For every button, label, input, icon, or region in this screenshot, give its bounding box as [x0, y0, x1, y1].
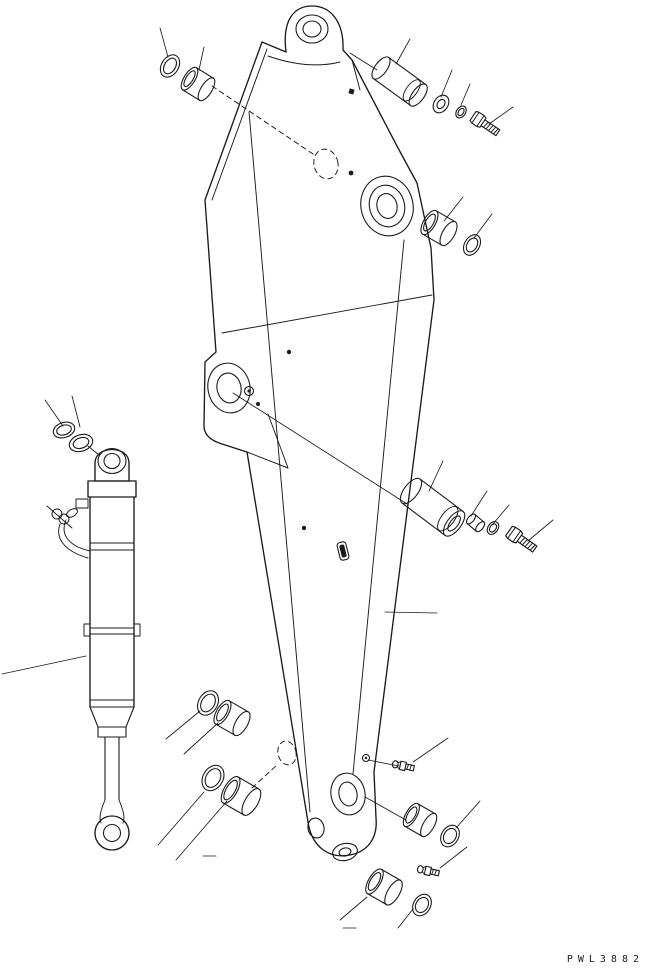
slot-mark — [336, 541, 350, 561]
hose-clamp-bolt — [46, 505, 73, 529]
oring-bottom-left-2 — [201, 764, 225, 792]
leader-lines — [1, 27, 554, 929]
cylinder-eye-bottom — [94, 815, 130, 851]
foot-side-hole — [307, 817, 325, 839]
grease-hole-dot — [364, 756, 368, 760]
pin-center — [399, 477, 466, 537]
bracket-bolt-dot — [247, 389, 251, 393]
weld-square — [348, 88, 355, 95]
piston-rod — [104, 736, 120, 801]
hole-dashed-bottom-left — [277, 740, 297, 766]
loose-parts — [52, 54, 540, 917]
bracket-gusset — [246, 413, 289, 469]
hoses — [58, 519, 91, 559]
oring-left-a — [52, 421, 76, 439]
bushing-bottom-left-1 — [213, 699, 251, 737]
cylinder-head-cap — [87, 480, 137, 498]
bolt-center — [504, 524, 540, 556]
clevis-eye — [267, 14, 341, 66]
grease-hole — [361, 753, 371, 763]
pivot-hole-dashed — [313, 148, 339, 180]
oring-right — [462, 234, 482, 256]
oring-bottom-center — [412, 893, 432, 917]
lock-pin-center — [465, 513, 486, 533]
oring-small-top — [455, 105, 467, 119]
cylinder-eye-top — [94, 447, 130, 482]
oring-bottom-left-1 — [196, 690, 220, 716]
collar-bottom-left — [220, 776, 262, 816]
grease-fitting-bottom — [416, 864, 441, 878]
bracket-bolt-hole — [243, 385, 255, 397]
foot-boss — [330, 772, 366, 816]
grease-fitting-right — [391, 759, 416, 773]
oring-small-center — [486, 521, 500, 535]
washer-top — [432, 94, 450, 114]
oring-left-b — [68, 433, 94, 453]
bushing-bottom-center — [365, 868, 403, 906]
face-dot-1 — [286, 349, 292, 355]
hose-fittings — [46, 498, 91, 559]
bracket-small-dot — [256, 402, 260, 406]
upper-boss — [360, 175, 414, 237]
arm-inner-edges — [211, 48, 433, 813]
bucket-cylinder — [46, 447, 141, 851]
hose-clamp-ring-2 — [58, 513, 70, 525]
drawing-code: PWL3882 — [566, 954, 644, 965]
arm-outline — [203, 5, 435, 857]
cylinder-rod-end — [89, 706, 135, 824]
weld-dot — [348, 170, 354, 176]
bushing-right — [420, 209, 458, 247]
bracket-boss — [207, 362, 251, 414]
bushing-bottom-right — [402, 802, 438, 838]
cylinder-tube — [83, 496, 141, 708]
tip-boss — [332, 842, 358, 862]
oring-top-left — [159, 54, 181, 78]
pin-top — [371, 56, 428, 107]
bushing-top-left — [180, 66, 216, 102]
arm-assembly — [203, 5, 435, 862]
oring-bottom-right — [440, 824, 460, 848]
bolt-top — [468, 110, 503, 139]
face-dot-2 — [301, 525, 307, 531]
